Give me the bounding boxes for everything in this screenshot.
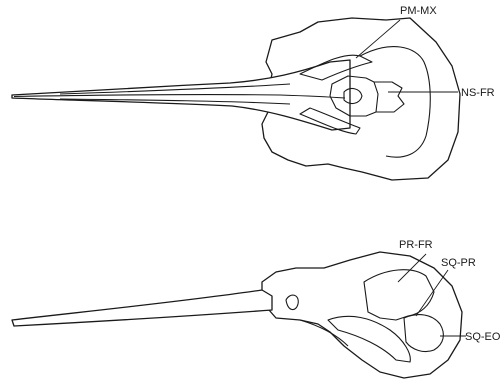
dorsal-skull-view xyxy=(12,18,460,180)
pr-fr-label: PR-FR xyxy=(399,239,433,251)
sq-pr-label: SQ-PR xyxy=(441,257,476,269)
ns-fr-label: NS-FR xyxy=(461,87,495,99)
lateral-rostrum xyxy=(12,290,272,326)
pm-mx-label: PM-MX xyxy=(400,5,437,17)
lateral-skull-view xyxy=(12,252,462,378)
sq-eo-label: SQ-EO xyxy=(465,331,501,343)
lateral-cranium-outline xyxy=(262,252,462,378)
